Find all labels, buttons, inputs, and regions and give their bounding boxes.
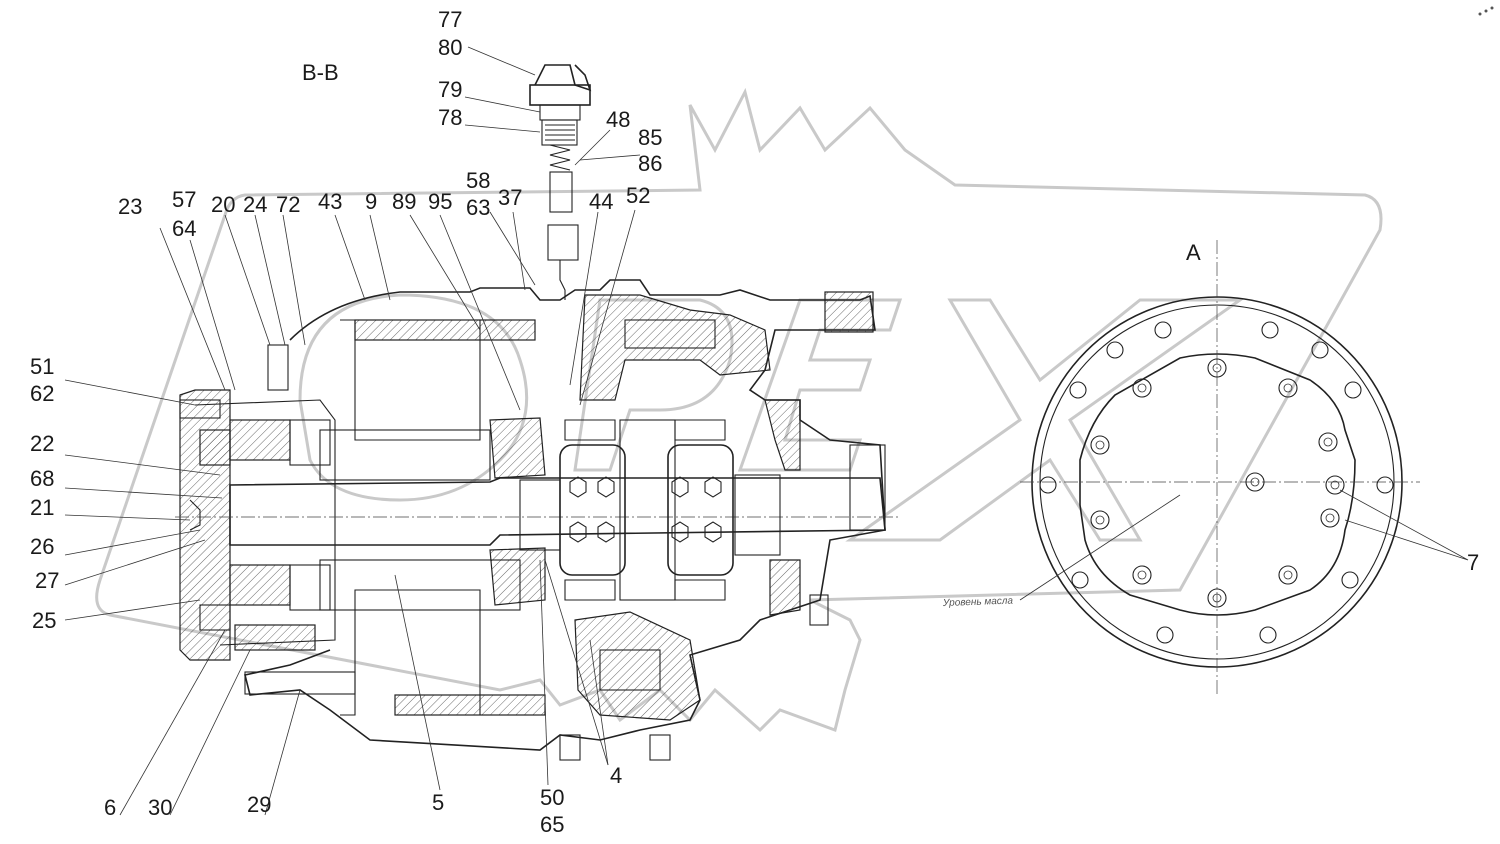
callout-label: 4 [610, 763, 622, 788]
callout-label: 21 [30, 495, 54, 520]
callout-label: 77 [438, 7, 462, 32]
callout-label: 68 [30, 466, 54, 491]
callout-label: 20 [211, 192, 235, 217]
callout-label: 95 [428, 189, 452, 214]
flange-view [1019, 240, 1469, 695]
callout-label: 6 [104, 795, 116, 820]
callout-labels: B-B A Уровень масла 77 80 79 78 48 85 86… [30, 7, 1479, 837]
callout-label: 78 [438, 105, 462, 130]
callout-label: 48 [606, 107, 630, 132]
callout-label: 23 [118, 194, 142, 219]
callout-label: 51 [30, 354, 54, 379]
callout-label: 43 [318, 189, 342, 214]
callout-label: 52 [626, 183, 650, 208]
oil-level-text: Уровень масла [942, 596, 1014, 609]
callout-label: 64 [172, 216, 196, 241]
callout-label: 25 [32, 608, 56, 633]
flange-inner-bolts [1090, 358, 1345, 608]
callout-label: 58 [466, 168, 490, 193]
callout-label: 22 [30, 431, 54, 456]
callout-label: 79 [438, 77, 462, 102]
callout-label: 63 [466, 195, 490, 220]
callout-label: 65 [540, 812, 564, 837]
callout-label: 89 [392, 189, 416, 214]
section-label: B-B [302, 60, 339, 85]
callout-label: 26 [30, 534, 54, 559]
callout-label: 62 [30, 381, 54, 406]
callout-label: 7 [1467, 550, 1479, 575]
valve-fitting [529, 64, 592, 300]
callout-label: 24 [243, 192, 267, 217]
callout-label: 72 [276, 192, 300, 217]
callout-label: 5 [432, 790, 444, 815]
callout-label: 27 [35, 568, 59, 593]
callout-label: 80 [438, 35, 462, 60]
callout-label: 37 [498, 185, 522, 210]
corner-mark [1478, 6, 1494, 16]
callout-label: 86 [638, 151, 662, 176]
flange-bolt-holes [1039, 321, 1394, 644]
callout-label: 50 [540, 785, 564, 810]
callout-label: 44 [589, 189, 613, 214]
bearing-block-right [667, 419, 734, 601]
assembly-section [175, 279, 900, 761]
callout-label: 85 [638, 125, 662, 150]
view-label: A [1186, 240, 1201, 265]
callout-label: 30 [148, 795, 172, 820]
bearing-block-left [559, 419, 626, 601]
callout-label: 9 [365, 189, 377, 214]
callout-label: 29 [247, 792, 271, 817]
leader-lines [64, 46, 641, 816]
callout-label: 57 [172, 187, 196, 212]
